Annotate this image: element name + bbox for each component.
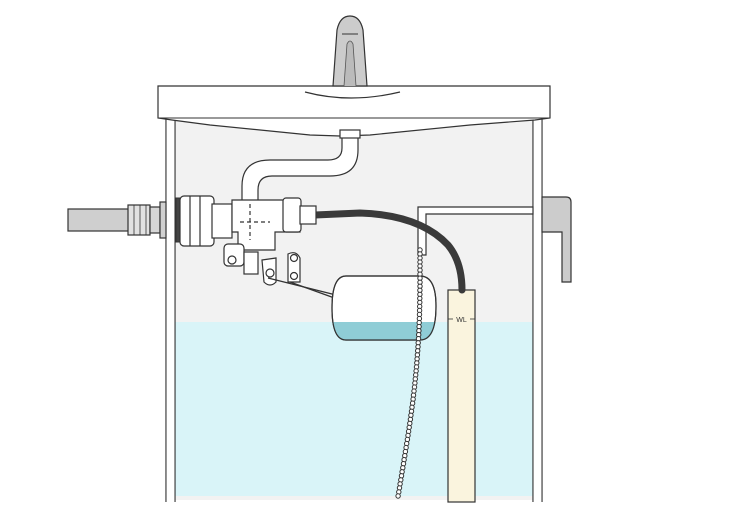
faucet-spout-icon (332, 15, 368, 87)
tank-walls (165, 118, 543, 502)
overflow-pipe: WL (447, 289, 476, 503)
water-level-label: WL (456, 317, 467, 324)
float-arm (267, 277, 341, 301)
chain-bead (395, 493, 401, 499)
lid-bowl-curve (304, 91, 401, 99)
right-wall-fill (533, 118, 542, 502)
lever-chain (395, 247, 423, 499)
left-wall-fill (166, 118, 175, 502)
tank-water (175, 322, 533, 496)
ball-tap-valve (179, 195, 317, 286)
refill-hose (311, 209, 466, 294)
